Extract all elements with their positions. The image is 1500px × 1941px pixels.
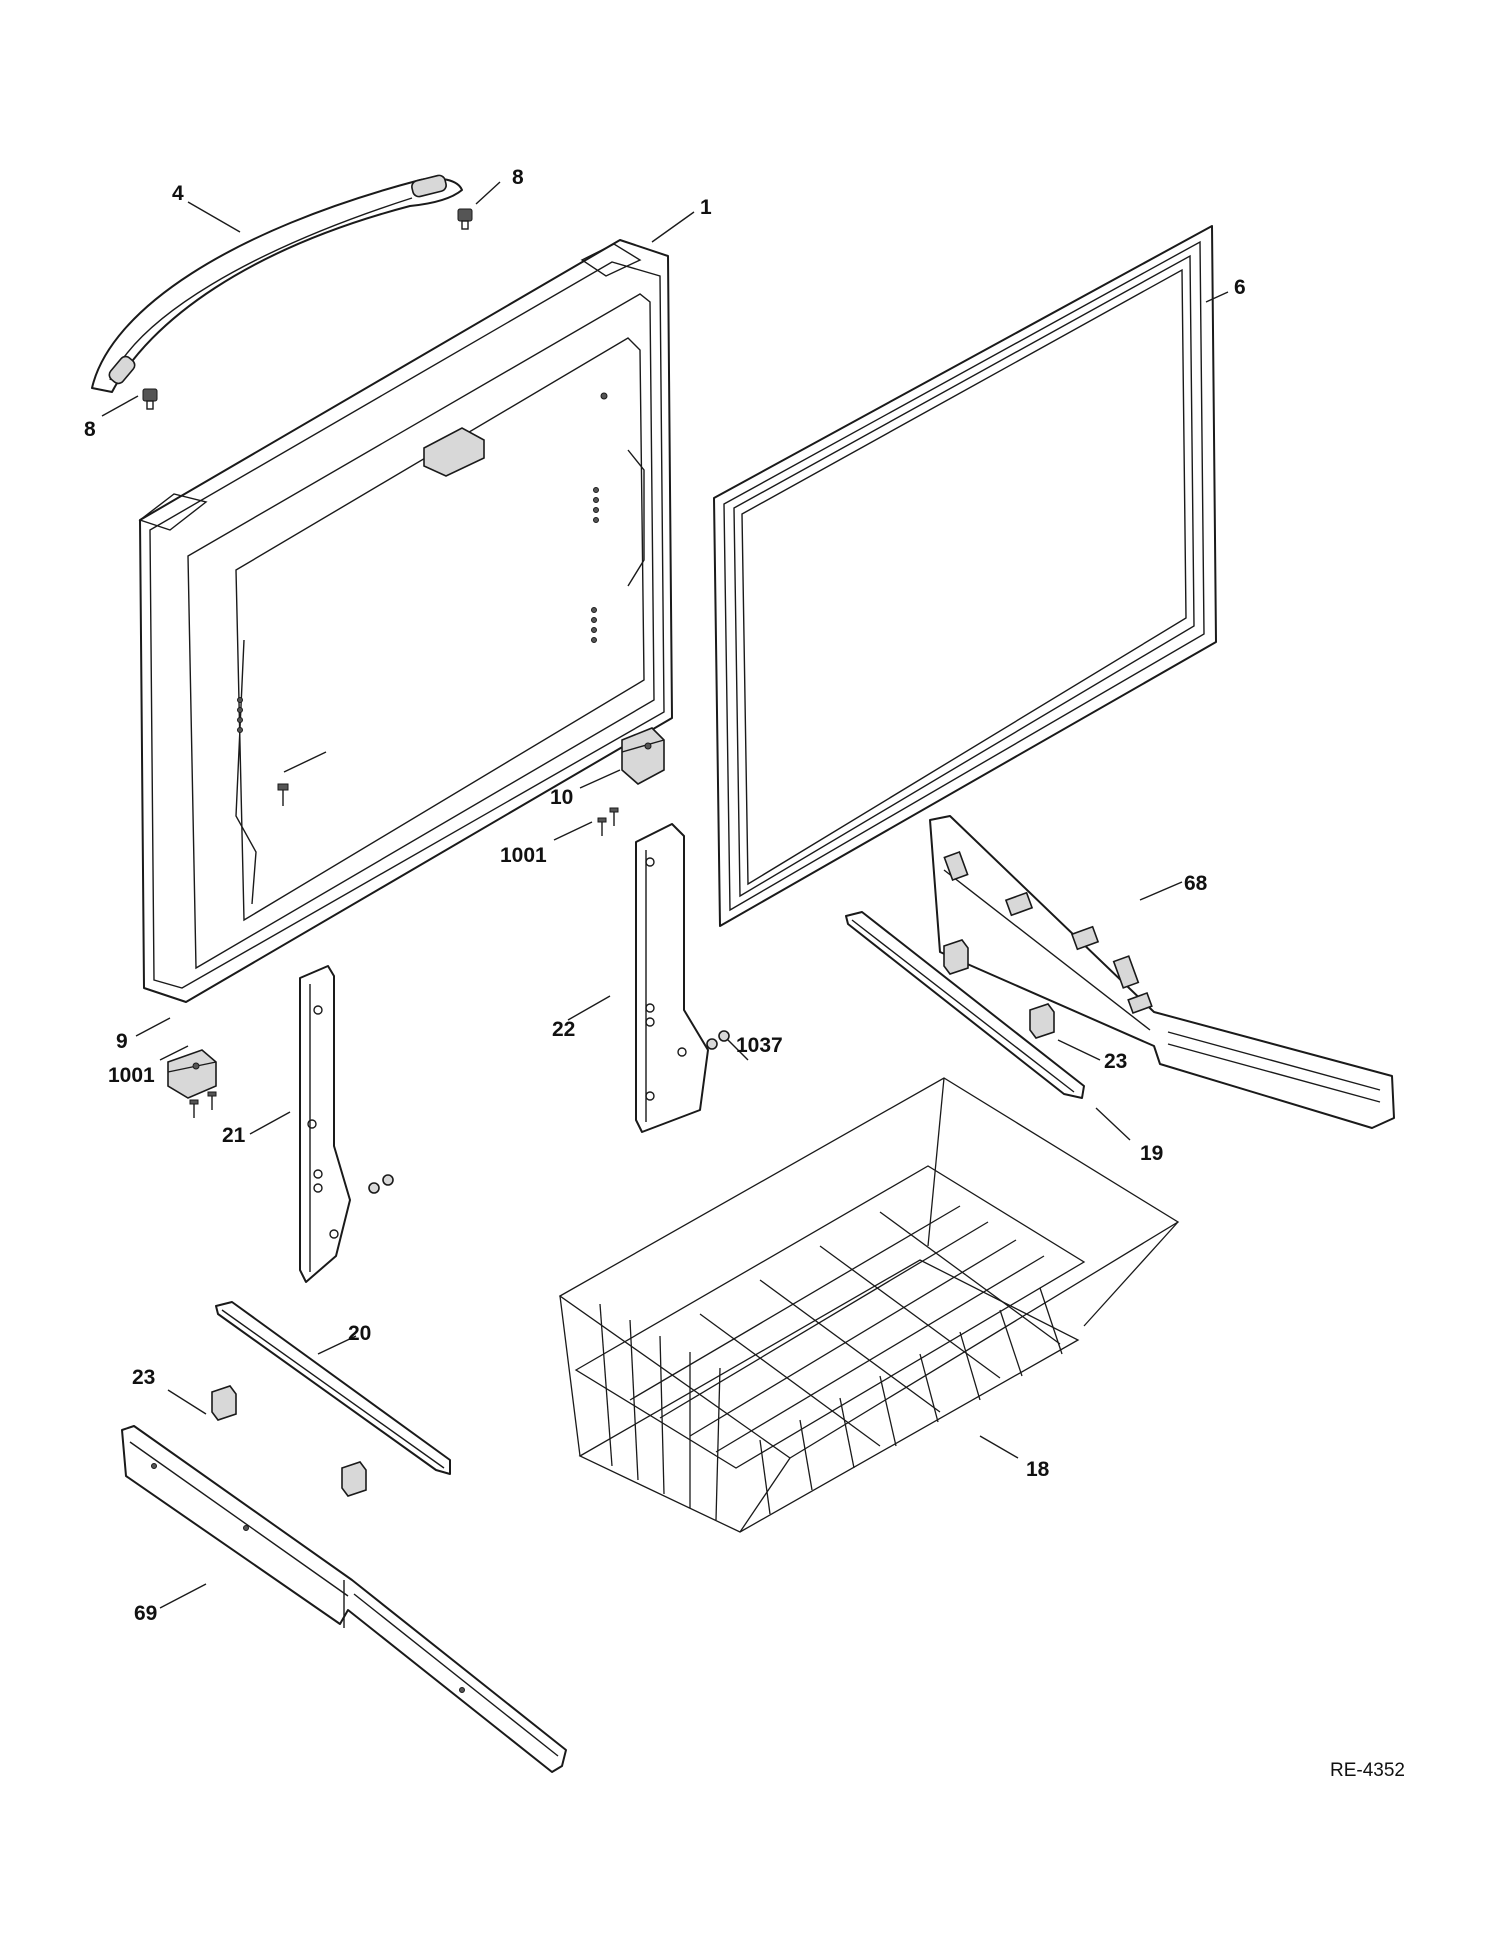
callout-20: 20 (348, 1322, 371, 1345)
leader-lines (101, 181, 1229, 1609)
callout-18: 18 (1026, 1458, 1050, 1481)
part-23-clip-right-a (943, 939, 969, 975)
callout-69: 69 (134, 1602, 157, 1625)
part-4-door-handle (91, 174, 463, 393)
part-21-left-bracket (299, 965, 351, 1283)
part-1-freezer-door (138, 239, 673, 1003)
callout-1: 1 (700, 196, 712, 219)
part-23-clip-left-a (211, 1385, 237, 1421)
part-1001-screws-upper (597, 807, 619, 836)
part-23-clip-right-b (1029, 1003, 1055, 1039)
part-23-clip-left-b (341, 1461, 367, 1497)
part-19-right-rail (845, 911, 1085, 1099)
callout-68: 68 (1184, 872, 1208, 895)
part-1037-screws-left (368, 1174, 394, 1194)
callout-6: 6 (1234, 276, 1246, 299)
part-6-door-gasket (713, 225, 1217, 927)
basket-floor-wires (629, 1205, 1061, 1453)
callout-1001-lower: 1001 (108, 1064, 155, 1087)
part-9-hinge-block (167, 1049, 217, 1099)
drawing-number: RE-4352 (1330, 1760, 1405, 1781)
part-8-screw-left (142, 388, 158, 410)
callout-23-right: 23 (1104, 1050, 1127, 1073)
callout-23-left: 23 (132, 1366, 155, 1389)
callout-9: 9 (116, 1030, 128, 1053)
part-69-left-slide (121, 1425, 567, 1773)
door-screw (277, 783, 289, 806)
callout-8-left: 8 (84, 418, 96, 441)
callout-8-top: 8 (512, 166, 524, 189)
part-8-screw-top (457, 208, 473, 230)
callout-22: 22 (552, 1018, 575, 1041)
callout-1037: 1037 (736, 1034, 783, 1057)
part-18-wire-basket (558, 1077, 1180, 1533)
part-1037-screws (706, 1030, 730, 1050)
callout-1001-upper: 1001 (500, 844, 547, 867)
part-1001-screws-lower (189, 1091, 217, 1118)
callout-21: 21 (222, 1124, 246, 1147)
callout-labels: 4 8 8 1 6 10 1001 9 1001 22 1037 68 23 1… (84, 166, 1246, 1625)
part-10-hinge-block (621, 727, 665, 785)
callout-10: 10 (550, 786, 573, 809)
part-68-right-slide (929, 815, 1395, 1129)
part-20-left-rail (215, 1301, 451, 1475)
part-22-right-bracket (635, 823, 709, 1133)
callout-4: 4 (172, 182, 184, 205)
door-screw-holes (237, 392, 608, 733)
callout-19: 19 (1140, 1142, 1163, 1165)
